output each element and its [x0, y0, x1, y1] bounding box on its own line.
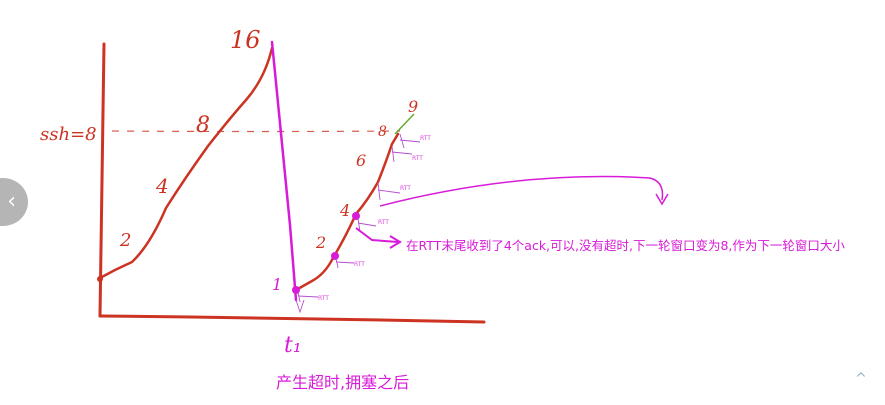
point-1	[292, 286, 300, 294]
label-2: 2	[119, 230, 131, 251]
rtt-tick-2: RTT	[354, 261, 365, 268]
rtt-tick-6: RTT	[420, 135, 431, 142]
window-loop-arrow	[379, 175, 664, 207]
label-8: 8	[196, 113, 210, 138]
ssthresh-line	[111, 130, 401, 133]
ssthresh-label: ssh=8	[40, 124, 97, 145]
point-2	[331, 252, 339, 260]
t1-label: t₁	[284, 333, 302, 358]
label-4: 4	[155, 174, 169, 198]
chevron-up-icon: ^	[855, 371, 867, 387]
label-4b: 4	[339, 201, 350, 220]
label-6: 6	[356, 151, 366, 170]
window-loop-arrowhead	[655, 193, 669, 206]
x-axis	[98, 314, 486, 324]
label-8b: 8	[378, 124, 387, 140]
cwnd-curve-first	[98, 46, 274, 280]
annotation-arrow	[355, 227, 399, 243]
timeout-drop	[270, 40, 298, 302]
scroll-top-button[interactable]: ^	[853, 371, 869, 387]
label-1: 1	[272, 275, 282, 294]
point-4	[352, 212, 360, 220]
y-axis	[98, 42, 106, 318]
label-9: 9	[408, 97, 418, 116]
tangent-line	[394, 113, 415, 135]
chevron-left-icon: ‹	[7, 189, 16, 214]
curve-start-dot	[97, 276, 103, 282]
annotation-arrowhead	[389, 235, 402, 249]
rtt-tick-3: RTT	[378, 219, 389, 226]
timeout-note: 产生超时,拥塞之后	[276, 373, 409, 392]
label-16: 16	[230, 26, 261, 54]
label-2b: 2	[315, 233, 326, 252]
rtt-note: 在RTT末尾收到了4个ack,可以,没有超时,下一轮窗口变为8,作为下一轮窗口大…	[406, 238, 845, 253]
rtt-tick-5: RTT	[412, 155, 423, 162]
rtt-tick-1: RTT	[318, 295, 329, 302]
rtt-tick-4: RTT	[400, 185, 411, 192]
rtt-brackets	[295, 133, 421, 314]
